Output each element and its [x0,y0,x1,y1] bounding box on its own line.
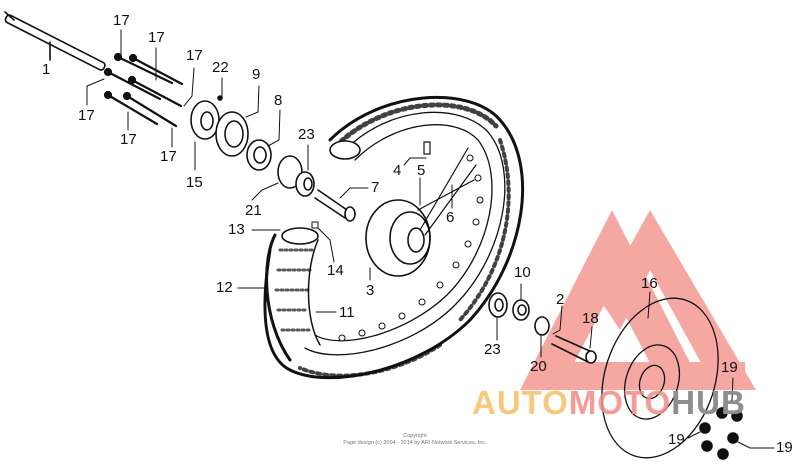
callout-6[interactable]: 6 [446,209,455,226]
callout-23[interactable]: 23 [298,126,315,143]
callout-17[interactable]: 17 [186,47,203,64]
hub-icon [365,199,431,277]
callout-18[interactable]: 18 [582,310,599,327]
watermark-text: AUTOMOTOHUB [472,386,746,419]
callout-17[interactable]: 17 [78,107,95,124]
copyright-line-1: Copyright [403,433,427,439]
valve-icon [311,221,319,229]
wheel-icon [263,96,525,380]
callout-2[interactable]: 2 [556,291,565,308]
callout-5[interactable]: 5 [417,162,426,179]
callout-20[interactable]: 20 [530,358,547,375]
axle-icon [4,11,106,71]
callout-16[interactable]: 16 [641,275,658,292]
watermark-part-auto: AUTO [472,384,569,421]
callout-11[interactable]: 11 [339,304,355,321]
bearing-icon [295,171,315,197]
callout-19[interactable]: 19 [668,431,685,448]
brake-disc-icon [601,297,719,459]
watermark-part-moto: MOTO [568,384,672,421]
callout-8[interactable]: 8 [274,92,283,109]
bearing-right-icon [488,292,530,321]
callout-17[interactable]: 17 [160,148,177,165]
callout-19[interactable]: 19 [776,439,793,456]
callout-17[interactable]: 17 [120,131,137,148]
collar-icon [534,316,550,336]
callout-23[interactable]: 23 [484,341,501,358]
callout-19[interactable]: 19 [721,359,738,376]
nipple-icon [423,141,431,155]
watermark-part-hub: HUB [671,384,746,421]
callout-14[interactable]: 14 [327,262,344,279]
spokes-icon [417,147,477,236]
plate-icon [215,111,249,157]
callout-3[interactable]: 3 [366,282,375,299]
callout-15[interactable]: 15 [186,174,203,191]
callout-22[interactable]: 22 [212,59,229,76]
callout-1[interactable]: 1 [42,61,51,78]
callout-21[interactable]: 21 [245,202,262,219]
seal-icon [246,139,272,171]
callout-13[interactable]: 13 [228,221,245,238]
copyright-footer: Copyright Page design (c) 2004 - 2014 by… [300,433,530,447]
callout-9[interactable]: 9 [252,66,261,83]
flange-icon [190,100,220,140]
axle-spacer-icon [551,335,597,364]
nuts-icon [699,407,743,460]
spacer-icon [314,189,356,222]
callout-7[interactable]: 7 [371,179,380,196]
callout-17[interactable]: 17 [113,12,130,29]
callout-10[interactable]: 10 [514,264,531,281]
bolts-icon [103,52,184,128]
callout-12[interactable]: 12 [216,279,233,296]
callout-17[interactable]: 17 [148,29,165,46]
callout-4[interactable]: 4 [393,162,402,179]
copyright-line-2: Page design (c) 2004 - 2014 by ARI Netwo… [343,440,487,447]
